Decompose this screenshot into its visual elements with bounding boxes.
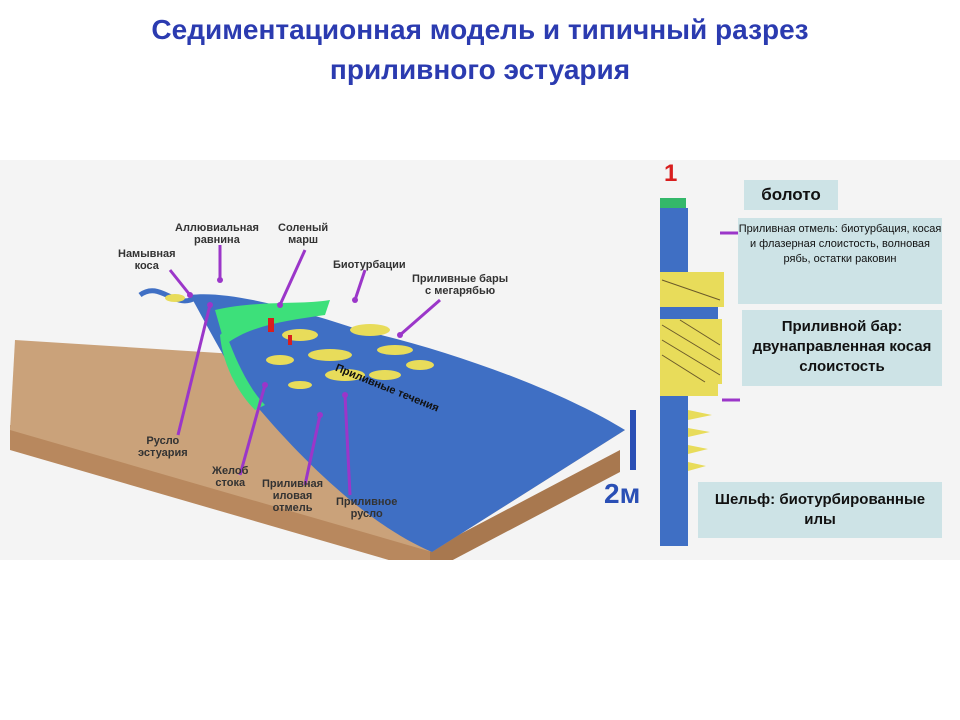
red-marker-2 — [288, 335, 292, 345]
column-top-cap — [660, 198, 686, 208]
column-number: 1 — [664, 160, 678, 187]
title-line-2: приливного эстуария — [329, 54, 631, 85]
sand-bars — [165, 294, 434, 389]
title-line-1: Седиментационная модель и типичный разре… — [151, 14, 809, 45]
column-tick-marks — [720, 231, 740, 402]
box-tidal-flat: Приливная отмель: биотурбация, косая и ф… — [738, 218, 942, 304]
scale-label: 2м — [604, 478, 641, 509]
pointer-lines — [168, 245, 441, 496]
column-sand-1 — [660, 272, 724, 307]
marsh-left — [220, 330, 265, 410]
estuary-water — [190, 294, 625, 552]
label-bioturbation: Биотурбации — [333, 259, 406, 271]
box-swamp: болото — [744, 180, 838, 210]
scale-bar — [630, 410, 636, 470]
column-upper-blue — [660, 208, 688, 278]
column-sand-2 — [660, 319, 722, 384]
pointer-dots — [187, 277, 403, 418]
column-lower-blue — [660, 396, 688, 546]
stratigraphic-column — [660, 198, 740, 546]
red-marker-1 — [268, 318, 274, 332]
box-tidal-bar: Приливной бар: двунаправленная косая сло… — [742, 310, 942, 386]
column-sand-wedges — [688, 410, 712, 471]
column-blue-2 — [660, 307, 718, 319]
column-lamination — [661, 279, 721, 383]
box-shelf: Шельф: биотурбированные илы — [698, 482, 942, 538]
slide-title: Седиментационная модель и типичный разре… — [0, 10, 960, 90]
block-right-face — [430, 450, 620, 560]
estuary-block-diagram — [10, 245, 625, 560]
column-sand-3 — [660, 384, 718, 396]
